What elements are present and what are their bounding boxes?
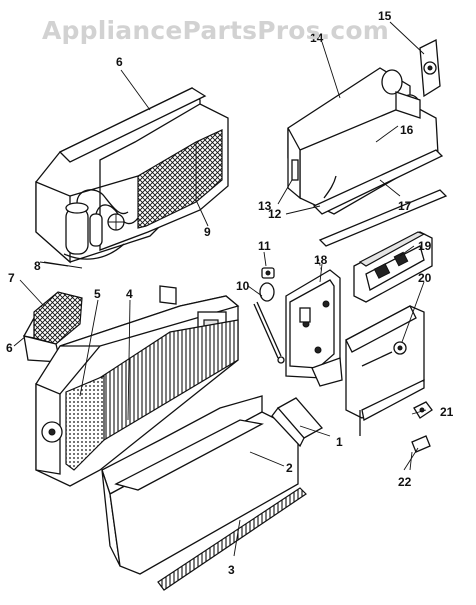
small-coil-bracket-part [22, 291, 83, 363]
callout-18: 18 [314, 253, 328, 267]
callout-5: 5 [94, 287, 101, 301]
callout-11: 11 [258, 239, 271, 253]
callout-1: 1 [336, 435, 343, 449]
fitting-parts [253, 267, 285, 364]
main-chassis-part [35, 285, 240, 487]
callout-8: 8 [34, 259, 41, 273]
callout-2: 2 [286, 461, 293, 475]
base-strip-part [157, 487, 307, 591]
filter-bracket-part [271, 397, 324, 448]
callout-21: 21 [440, 405, 454, 419]
leader-lines [13, 21, 427, 557]
callout-16: 16 [400, 123, 414, 137]
watermark: AppliancePartsPros.com [42, 16, 390, 45]
control-housing-part [345, 305, 425, 436]
callout-12: 12 [268, 207, 282, 221]
control-panel-part [353, 231, 433, 303]
callout-7: 7 [8, 271, 15, 285]
callout-10: 10 [236, 279, 250, 293]
small-brackets-part [409, 401, 433, 471]
callout-14: 14 [310, 31, 324, 45]
control-bracket-part [285, 257, 343, 387]
callout-22: 22 [398, 475, 412, 489]
callout-13: 13 [258, 199, 272, 213]
callout-9: 9 [204, 225, 211, 239]
callout-6-left: 6 [6, 341, 13, 355]
upper-housing-part [287, 38, 448, 247]
outdoor-chassis-part [35, 87, 229, 264]
callout-6-top: 6 [116, 55, 123, 69]
callout-17: 17 [398, 199, 412, 213]
callout-15: 15 [378, 9, 392, 23]
callout-labels: 1 2 3 4 5 6 6 7 8 9 10 11 12 13 14 15 16… [6, 9, 454, 577]
callout-3: 3 [228, 563, 235, 577]
callout-20: 20 [418, 271, 432, 285]
callout-4: 4 [126, 287, 133, 301]
compressor-tubing-part [39, 189, 139, 267]
callout-19: 19 [418, 239, 432, 253]
